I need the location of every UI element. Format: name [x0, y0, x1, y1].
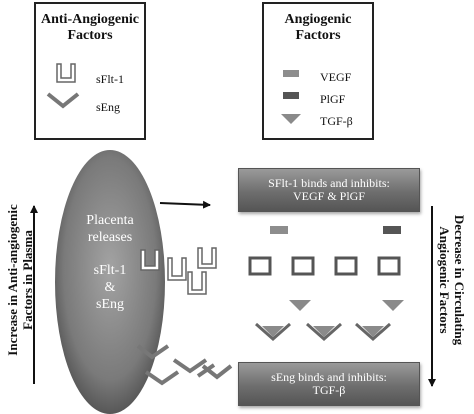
placenta-releases-text: Placenta releases	[86, 213, 134, 245]
released-seng-group	[136, 344, 233, 386]
released-sflt1-shape	[197, 247, 217, 269]
released-sflt1-shape	[167, 257, 187, 281]
released-sflt1-group	[140, 247, 217, 295]
released-sflt1-shape	[140, 249, 160, 271]
released-sflt1-shape	[187, 271, 207, 295]
free-tgf-beta	[289, 300, 311, 311]
legend-label-sflt1: sFlt-1	[96, 72, 125, 86]
bound-tgf-seng	[355, 322, 391, 342]
legend-label-tgf-beta: TGF-β	[320, 114, 353, 128]
placenta-factors-text: sFlt-1 & sEng	[93, 263, 127, 312]
tgf-beta-legend-icon	[281, 114, 301, 124]
seng-legend-icon	[46, 92, 80, 109]
released-seng-shape	[172, 358, 208, 374]
anti-angiogenic-legend: Anti-Angiogenic Factors sFlt-1 sEng	[34, 2, 146, 140]
bound-tgf-triangle	[262, 326, 284, 337]
bound-tgf-triangle	[362, 326, 384, 337]
sflt1-receptor-group	[248, 256, 401, 276]
bound-tgf-triangle	[313, 326, 335, 337]
release-arrow	[159, 200, 211, 209]
angiogenic-legend: Angiogenic Factors VEGF PlGF TGF-β	[262, 2, 374, 140]
released-seng-shape	[144, 370, 180, 386]
legend-label-seng: sEng	[96, 100, 120, 114]
vegf-legend-icon	[283, 70, 299, 77]
seng-binding-box: sEng binds and inhibits: TGF-β	[238, 362, 420, 406]
decrease-side-label: Decrease in Circulating Angiogenic Facto…	[437, 214, 467, 346]
free-tgf-beta	[382, 300, 404, 311]
free-vegf	[270, 226, 288, 234]
sflt1-receptor	[248, 256, 272, 276]
increase-side-label: Increase in Anti-angiogenic Factors in P…	[5, 204, 35, 356]
plgf-legend-icon	[283, 92, 299, 99]
bound-tgf-seng	[306, 322, 342, 342]
released-seng-shape	[136, 344, 170, 360]
sflt1-binding-box: SFlt-1 binds and inhibits: VEGF & PlGF	[238, 168, 420, 212]
released-seng-shape	[201, 364, 233, 380]
sflt1-receptor	[377, 256, 401, 276]
anti-angiogenic-legend-title: Anti-Angiogenic Factors	[41, 12, 139, 43]
sflt1-receptor	[291, 256, 315, 276]
legend-label-vegf: VEGF	[320, 70, 352, 84]
sflt1-receptor	[334, 256, 358, 276]
free-plgf	[383, 226, 401, 234]
sflt1-legend-icon	[56, 63, 76, 83]
angiogenic-legend-title: Angiogenic Factors	[284, 12, 352, 43]
legend-label-plgf: PlGF	[320, 92, 346, 106]
bound-tgf-group	[255, 322, 391, 342]
bound-tgf-seng	[255, 322, 291, 342]
